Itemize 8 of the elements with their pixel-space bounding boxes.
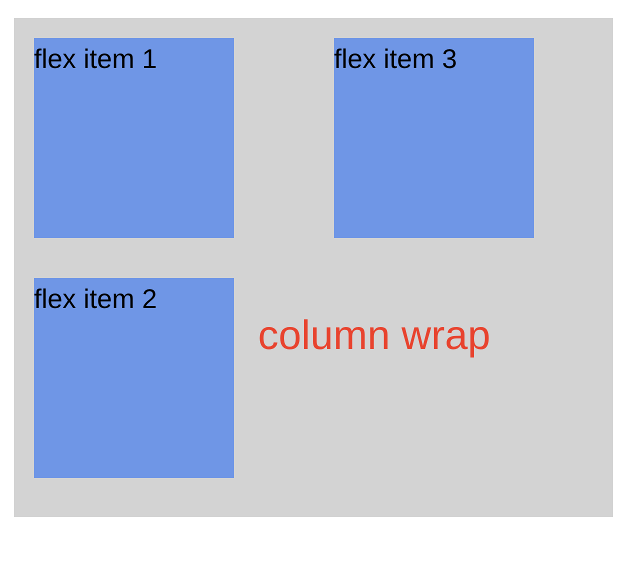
flex-item-box (334, 38, 534, 238)
annotation-text: column wrap (258, 312, 490, 358)
flex-item-box (34, 38, 234, 238)
container-panel (14, 18, 613, 517)
item-label: flex item 1 (34, 44, 158, 74)
item-label: flex item 2 (34, 284, 158, 314)
flex-item-box (34, 278, 234, 478)
item-label: flex item 3 (334, 44, 458, 74)
